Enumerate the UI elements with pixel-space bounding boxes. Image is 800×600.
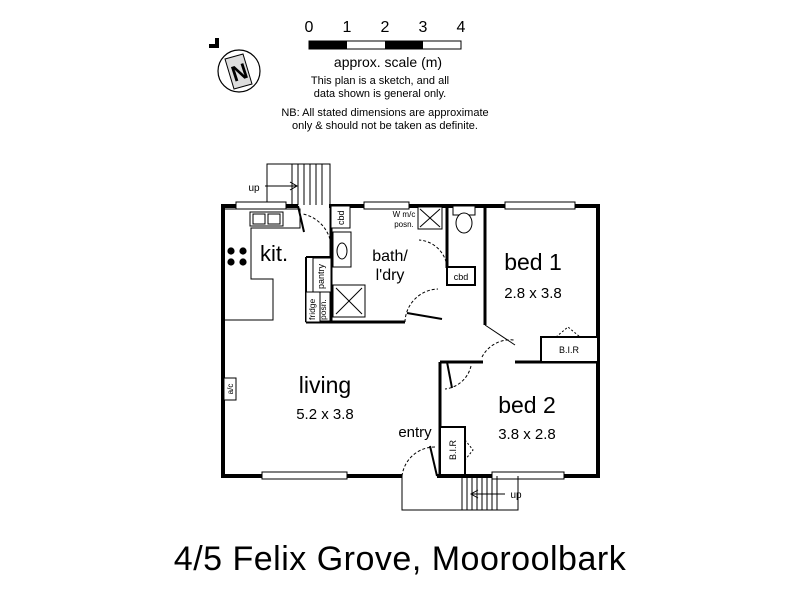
cbd-right-label: cbd [454,272,469,282]
bath-label-line-1: bath/ [372,248,408,265]
property-address: 4/5 Felix Grove, Mooroolbark [173,540,627,578]
bath-label-line-2: l'dry [376,267,405,284]
cooktop-icon [227,247,247,266]
disclaimer-line-4: only & should not be taken as definite. [292,120,478,132]
bath-fixtures [330,205,476,318]
pantry-fridge [305,257,332,323]
disclaimer-line-3: NB: All stated dimensions are approximat… [281,107,488,119]
living-label: living [299,372,351,398]
wm-label-line-2: posn. [394,220,414,229]
kitchen-sink-icon [249,211,284,227]
fridge-label-line-1: fridge [307,298,317,320]
bir-bed2-label: B.I.R [448,440,458,461]
compass-letter: N [228,58,251,87]
scale-label: approx. scale (m) [334,54,442,70]
scale-tick-4: 4 [457,19,466,36]
floor-plan: 0 1 2 3 4 approx. scale (m) N This plan … [209,19,600,511]
bir-bed1-label: B.I.R [559,345,580,355]
scale-tick-0: 0 [305,19,314,36]
disclaimer-line-2: data shown is general only. [314,88,447,100]
pantry-label: pantry [316,263,326,289]
disclaimer: This plan is a sketch, and all data show… [281,75,488,132]
scale-tick-1: 1 [343,19,352,36]
fridge-label-line-2: posn. [318,299,328,320]
stairs-top-label: up [248,183,260,194]
scale-tick-3: 3 [419,19,428,36]
cbd-left-label: cbd [336,210,346,225]
ac-label: a/c [226,384,235,395]
bed2-dims: 3.8 x 2.8 [498,426,556,443]
north-compass-icon: N [209,38,261,93]
entry-label: entry [398,424,432,441]
stairs-top [265,163,331,205]
scale-bar: 0 1 2 3 4 approx. scale (m) [305,19,466,70]
disclaimer-line-1: This plan is a sketch, and all [311,75,449,87]
living-dims: 5.2 x 3.8 [296,406,354,423]
wm-label-line-1: W m/c [393,210,416,219]
bed1-label: bed 1 [504,249,562,275]
stairs-bottom-label: up [510,490,522,501]
stairs-bottom [401,476,519,511]
ac-unit [223,377,237,401]
scale-tick-2: 2 [381,19,390,36]
kitchen-label: kit. [260,241,288,266]
bed2-label: bed 2 [498,392,556,418]
kitchen-bench [225,208,301,321]
bed1-dims: 2.8 x 3.8 [504,285,562,302]
